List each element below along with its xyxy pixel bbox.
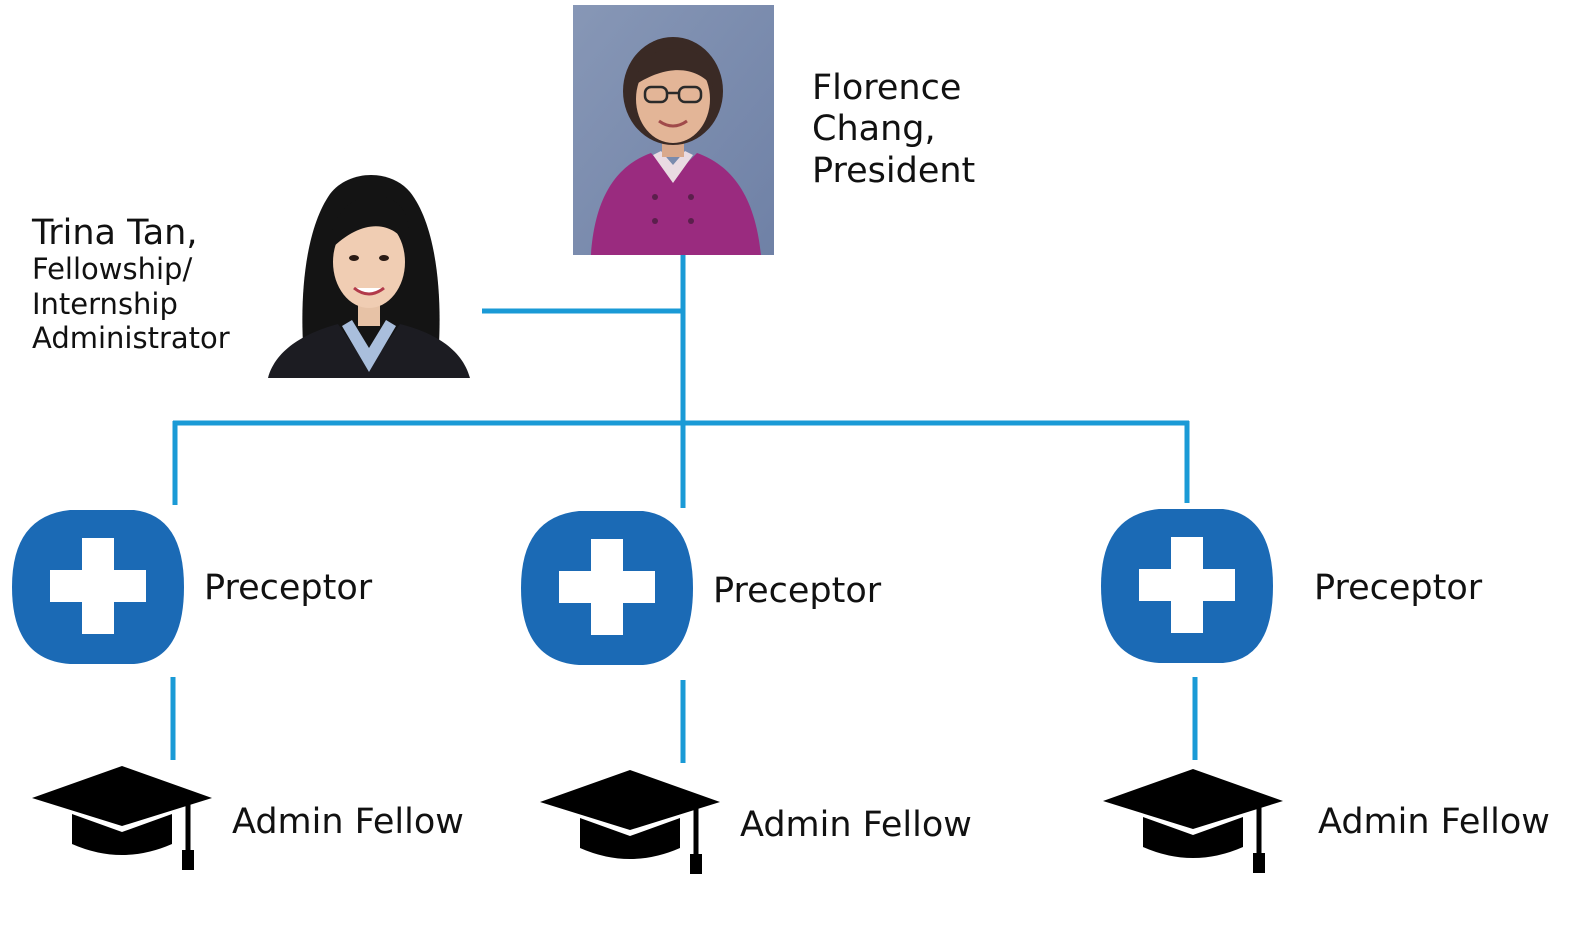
admin-fellow-label: Admin Fellow <box>740 805 972 845</box>
president-photo <box>573 5 774 255</box>
graduation-cap-icon <box>1103 769 1283 877</box>
admin-fellow-label: Admin Fellow <box>232 802 464 842</box>
president-title: President <box>812 150 976 191</box>
administrator-role-line-3: Administrator <box>32 320 230 355</box>
medical-cross-logo-icon <box>1101 509 1273 663</box>
medical-cross-logo-icon <box>12 510 184 664</box>
graduation-cap-icon <box>540 770 720 878</box>
administrator-role-line-2: Internship <box>32 286 178 321</box>
graduation-cap-icon <box>32 766 212 874</box>
preceptor-label: Preceptor <box>204 568 373 608</box>
preceptor-label: Preceptor <box>1314 568 1483 608</box>
administrator-label: Trina Tan, Fellowship/ Internship Admini… <box>32 213 230 355</box>
president-name-last: Chang, <box>812 109 936 150</box>
president-label: Florence Chang, President <box>812 68 975 192</box>
admin-fellow-label: Admin Fellow <box>1318 802 1550 842</box>
administrator-role-line-1: Fellowship/ <box>32 252 193 287</box>
medical-cross-logo-icon <box>521 511 693 665</box>
preceptor-label: Preceptor <box>713 571 882 611</box>
administrator-name: Trina Tan, <box>32 213 198 253</box>
administrator-photo <box>268 164 470 378</box>
president-name-first: Florence <box>812 68 962 108</box>
